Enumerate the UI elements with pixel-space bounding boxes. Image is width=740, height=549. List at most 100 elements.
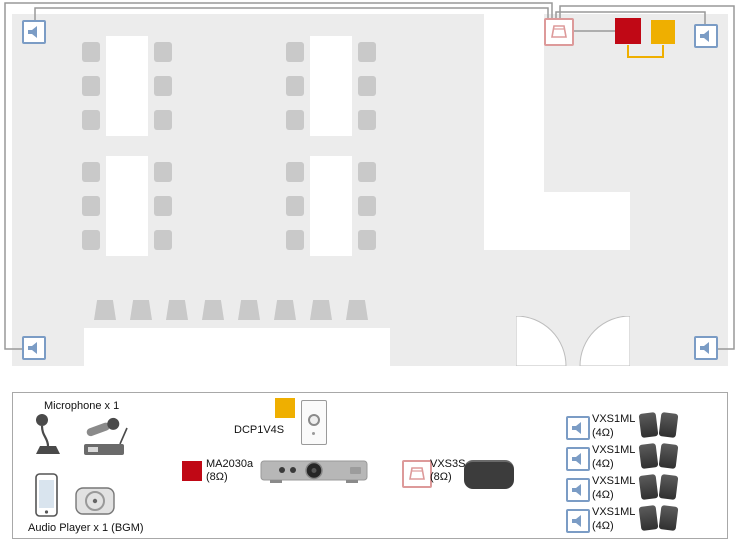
sub-impedance-label: (8Ω)	[430, 471, 452, 483]
microphone-label: Microphone x 1	[44, 400, 120, 412]
chair	[154, 196, 172, 216]
chair	[154, 162, 172, 182]
chair	[358, 196, 376, 216]
speaker-glyph-icon	[700, 342, 709, 354]
output-model-label: VXS1ML	[592, 506, 636, 518]
audio-player-label: Audio Player x 1 (BGM)	[28, 522, 144, 534]
output-impedance-label: (4Ω)	[592, 427, 614, 439]
chair	[358, 76, 376, 96]
output-impedance-label: (4Ω)	[592, 520, 614, 532]
wall-speaker-icon	[694, 24, 718, 48]
dcp-label: DCP1V4S	[234, 424, 285, 436]
chair	[358, 42, 376, 62]
speaker-cabinet-icon	[638, 443, 659, 469]
ma2030a-amp-icon	[615, 18, 641, 44]
chair	[154, 230, 172, 250]
floor-control-cable	[627, 45, 664, 58]
table	[106, 156, 148, 256]
output-model-label: VXS1ML	[592, 475, 636, 487]
smartphone-icon	[35, 473, 58, 517]
speaker-cabinet-icon	[658, 505, 679, 531]
sub-speaker-icon	[402, 460, 432, 488]
speaker-glyph-icon	[572, 422, 581, 434]
bar-counter	[84, 328, 390, 366]
subwoofer-glyph-icon	[551, 25, 567, 38]
wall-panel-photo	[301, 400, 327, 445]
chair	[286, 230, 304, 250]
output-speaker-icon	[566, 416, 590, 440]
panel-knob-icon	[308, 414, 320, 426]
speaker-cabinet-icon	[638, 505, 659, 531]
output-speaker-photo	[638, 412, 679, 438]
chair	[286, 196, 304, 216]
output-speaker-icon	[566, 447, 590, 471]
bar-stool	[166, 300, 188, 320]
chair	[286, 42, 304, 62]
bar-stool	[130, 300, 152, 320]
output-speaker-photo	[638, 505, 679, 531]
bar-stool	[238, 300, 260, 320]
subwoofer-glyph-icon	[409, 467, 425, 480]
chair	[358, 162, 376, 182]
chair	[358, 230, 376, 250]
dcp1v4s-panel-icon	[651, 20, 675, 44]
vxs3s-speaker-icon	[544, 18, 574, 46]
chair	[154, 110, 172, 130]
speaker-cabinet-icon	[658, 474, 679, 500]
table	[310, 36, 352, 136]
system-diagram-frame	[12, 392, 728, 539]
bar-stool	[274, 300, 296, 320]
wireless-microphone-icon	[84, 417, 128, 455]
bar-stool	[94, 300, 116, 320]
chair	[154, 42, 172, 62]
speaker-cabinet-icon	[638, 412, 659, 438]
speaker-glyph-icon	[572, 484, 581, 496]
speaker-cabinet-icon	[658, 412, 679, 438]
table	[310, 156, 352, 256]
output-speaker-icon	[566, 478, 590, 502]
output-speaker-photo	[638, 474, 679, 500]
amp-photo	[260, 460, 368, 483]
amp-impedance-label: (8Ω)	[206, 471, 228, 483]
chair	[82, 42, 100, 62]
chair	[154, 76, 172, 96]
speaker-cabinet-icon	[638, 474, 659, 500]
chair	[286, 162, 304, 182]
wall-cutout-horizontal	[484, 192, 630, 250]
door-swing-arcs	[516, 316, 630, 366]
chair	[82, 162, 100, 182]
speaker-cables	[4, 2, 735, 350]
cd-player-icon	[75, 487, 115, 515]
sub-photo	[464, 460, 514, 489]
microphone-icons	[36, 414, 128, 455]
desk-microphone-icon	[36, 414, 60, 454]
speaker-glyph-icon	[572, 453, 581, 465]
speaker-glyph-icon	[28, 342, 37, 354]
speaker-cabinet-icon	[658, 443, 679, 469]
wall-speaker-icon	[22, 20, 46, 44]
sub-model-label: VXS3S	[430, 458, 466, 470]
dcp-source-icon	[275, 398, 295, 418]
panel-screw-icon	[312, 432, 315, 435]
amp-model-label: MA2030a	[206, 458, 254, 470]
output-model-label: VXS1ML	[592, 444, 636, 456]
bar-stool	[346, 300, 368, 320]
output-impedance-label: (4Ω)	[592, 458, 614, 470]
chair	[82, 110, 100, 130]
output-impedance-label: (4Ω)	[592, 489, 614, 501]
bar-stool	[310, 300, 332, 320]
speaker-glyph-icon	[572, 515, 581, 527]
amp-source-icon	[182, 461, 202, 481]
speaker-glyph-icon	[700, 30, 709, 42]
audio-player-icons	[35, 473, 115, 517]
chair	[358, 110, 376, 130]
table	[106, 36, 148, 136]
speaker-glyph-icon	[28, 26, 37, 38]
chair	[286, 110, 304, 130]
wall-speaker-icon	[22, 336, 46, 360]
chair	[286, 76, 304, 96]
output-speaker-photo	[638, 443, 679, 469]
chair	[82, 230, 100, 250]
output-speaker-icon	[566, 509, 590, 533]
